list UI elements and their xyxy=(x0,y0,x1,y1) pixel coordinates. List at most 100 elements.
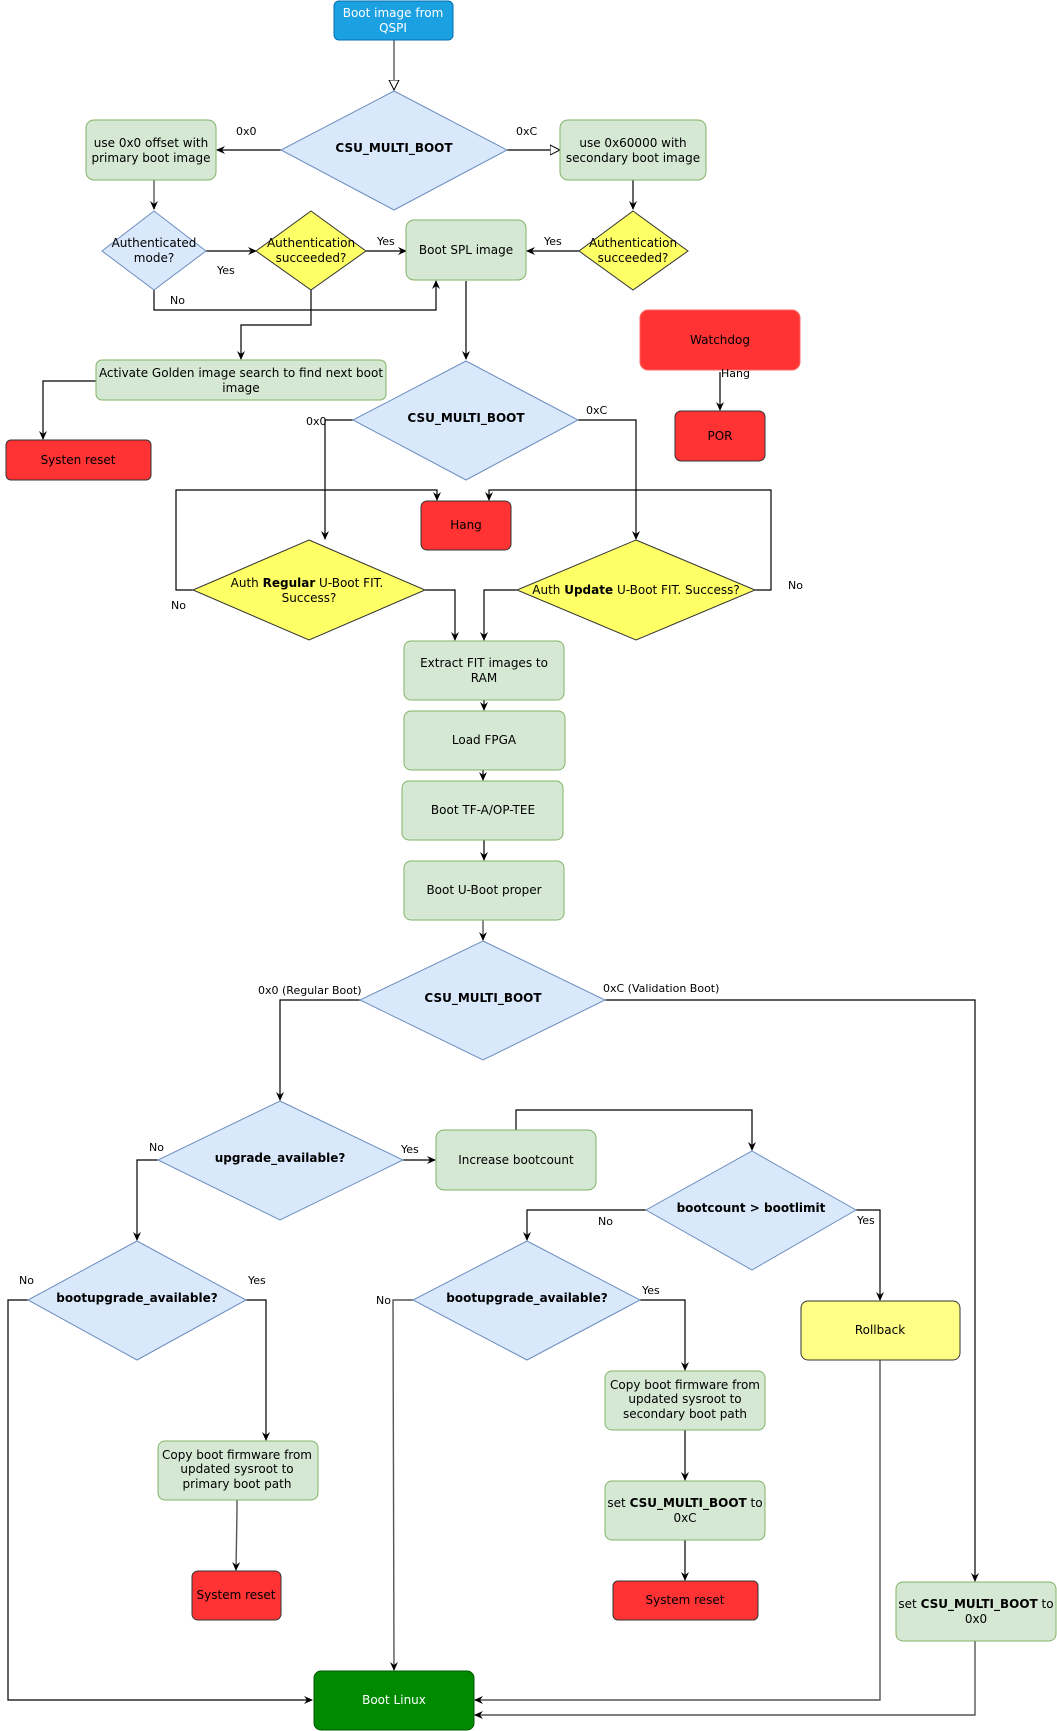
svg-text:0xC: 0xC xyxy=(516,125,538,138)
svg-text:System reset: System reset xyxy=(197,1588,276,1602)
csu-multi-boot-decision-1: CSU_MULTI_BOOT xyxy=(279,90,509,211)
svg-text:use 0x60000 with: use 0x60000 with xyxy=(579,136,686,150)
auth-succeeded-left-decision: Authentication succeeded? xyxy=(255,210,367,291)
svg-text:CSU_MULTI_BOOT: CSU_MULTI_BOOT xyxy=(424,991,542,1006)
edge-regular-no xyxy=(175,489,441,591)
edge-update-no xyxy=(485,489,772,591)
bootupgrade-available-mid-decision: bootupgrade_available? xyxy=(411,1240,642,1361)
svg-text:Yes: Yes xyxy=(400,1143,419,1156)
svg-text:image: image xyxy=(222,381,259,395)
auth-regular-decision: Auth Regular U-Boot FIT. Success? xyxy=(191,539,427,641)
authenticated-mode-decision: Authenticated mode? xyxy=(101,210,207,291)
svg-text:mode?: mode? xyxy=(134,251,174,265)
svg-text:Boot TF-A/OP-TEE: Boot TF-A/OP-TEE xyxy=(431,803,535,817)
svg-text:Load FPGA: Load FPGA xyxy=(452,733,517,747)
use-0x0-node: use 0x0 offset with primary boot image xyxy=(85,119,217,181)
svg-text:CSU_MULTI_BOOT: CSU_MULTI_BOOT xyxy=(407,411,525,426)
svg-text:No: No xyxy=(149,1141,164,1154)
svg-text:No: No xyxy=(788,579,803,592)
por-node: POR xyxy=(674,410,766,462)
auth-update-line: Auth Update U-Boot FIT. Success? xyxy=(532,583,739,597)
bootcount-gt-bootlimit-decision: bootcount > bootlimit xyxy=(644,1150,858,1271)
svg-text:set CSU_MULTI_BOOT to: set CSU_MULTI_BOOT to xyxy=(607,1496,762,1511)
bootupgrade-available-left-decision: bootupgrade_available? xyxy=(26,1240,248,1361)
edge-bootcount-no xyxy=(523,1209,646,1241)
systen-reset-node: Systen reset xyxy=(5,439,152,481)
svg-text:RAM: RAM xyxy=(471,671,497,685)
svg-text:Hang: Hang xyxy=(721,367,750,380)
svg-text:Boot SPL image: Boot SPL image xyxy=(419,243,513,257)
set-csu-0x0-node: set CSU_MULTI_BOOT to 0x0 xyxy=(895,1581,1057,1642)
boot-spl-node: Boot SPL image xyxy=(405,219,527,281)
svg-text:Yes: Yes xyxy=(856,1214,875,1227)
svg-text:Watchdog: Watchdog xyxy=(690,333,750,347)
svg-text:Yes: Yes xyxy=(216,264,235,277)
csu-multi-boot-decision-3: CSU_MULTI_BOOT xyxy=(358,940,607,1061)
svg-text:Extract FIT images to: Extract FIT images to xyxy=(420,656,548,670)
svg-text:Yes: Yes xyxy=(376,235,395,248)
boot-qspi-line2: QSPI xyxy=(379,21,407,35)
svg-text:0x0: 0x0 xyxy=(236,125,257,138)
svg-text:Authentication: Authentication xyxy=(267,236,355,250)
edge-bootcount-to-compare xyxy=(515,1109,756,1151)
hang-node: Hang xyxy=(420,500,512,551)
watchdog-node: Watchdog xyxy=(639,309,801,371)
svg-text:System reset: System reset xyxy=(646,1593,725,1607)
edge-update-yes xyxy=(480,589,517,641)
svg-text:0xC: 0xC xyxy=(586,404,608,417)
edge-bootcount-yes xyxy=(856,1209,884,1301)
svg-text:primary boot image: primary boot image xyxy=(92,151,211,165)
svg-text:set CSU_MULTI_BOOT to: set CSU_MULTI_BOOT to xyxy=(898,1597,1053,1612)
edge-csu3-validation xyxy=(605,999,979,1582)
boot-linux-node: Boot Linux xyxy=(313,1670,475,1731)
svg-text:0xC (Validation Boot): 0xC (Validation Boot) xyxy=(603,982,719,995)
edge-bul-no xyxy=(7,1299,313,1704)
svg-text:No: No xyxy=(376,1294,391,1307)
svg-text:bootcount > bootlimit: bootcount > bootlimit xyxy=(677,1201,826,1215)
copy-secondary-node: Copy boot firmware from updated sysroot … xyxy=(604,1370,766,1431)
svg-text:No: No xyxy=(19,1274,34,1287)
svg-text:Copy boot firmware from: Copy boot firmware from xyxy=(162,1448,312,1462)
load-fpga-node: Load FPGA xyxy=(403,710,566,771)
use-0x60000-node: use 0x60000 with secondary boot image xyxy=(559,119,707,181)
increase-bootcount-node: Increase bootcount xyxy=(435,1129,597,1191)
svg-text:Yes: Yes xyxy=(641,1284,660,1297)
svg-text:Authenticated: Authenticated xyxy=(112,236,197,250)
svg-text:0x0: 0x0 xyxy=(306,415,327,428)
edge-rollback-linux xyxy=(474,1360,881,1704)
svg-text:Hang: Hang xyxy=(450,518,482,532)
svg-text:bootupgrade_available?: bootupgrade_available? xyxy=(56,1291,217,1306)
edge-authmode-no xyxy=(153,280,440,311)
svg-text:Yes: Yes xyxy=(247,1274,266,1287)
svg-text:0x0: 0x0 xyxy=(965,1612,987,1626)
boot-qspi-line1: Boot image from xyxy=(343,6,444,20)
csu1-label: CSU_MULTI_BOOT xyxy=(335,141,453,156)
rollback-node: Rollback xyxy=(800,1300,961,1361)
svg-text:No: No xyxy=(171,599,186,612)
svg-text:primary boot path: primary boot path xyxy=(183,1477,292,1491)
svg-text:secondary boot image: secondary boot image xyxy=(566,151,700,165)
svg-text:Copy boot firmware from: Copy boot firmware from xyxy=(610,1378,760,1392)
edges xyxy=(7,40,979,1719)
edge-csu2-0x0 xyxy=(321,419,353,540)
svg-text:updated sysroot to: updated sysroot to xyxy=(628,1392,741,1406)
svg-text:Increase bootcount: Increase bootcount xyxy=(458,1153,574,1167)
svg-text:Boot U-Boot proper: Boot U-Boot proper xyxy=(426,883,541,897)
svg-text:secondary boot path: secondary boot path xyxy=(623,1407,747,1421)
auth-regular-line1: Auth Regular U-Boot FIT. xyxy=(231,576,384,590)
svg-text:Success?: Success? xyxy=(282,591,337,605)
edge-labels: 0x0 0xC Yes No Yes Yes Hang 0x0 0xC No N… xyxy=(19,125,875,1307)
svg-text:Boot Linux: Boot Linux xyxy=(362,1693,426,1707)
system-reset-left-node: System reset xyxy=(191,1570,282,1621)
svg-text:succeeded?: succeeded? xyxy=(598,251,669,265)
edge-regular-yes xyxy=(425,589,459,641)
golden-image-search-node: Activate Golden image search to find nex… xyxy=(95,359,387,401)
edge-upgrade-no xyxy=(133,1159,158,1241)
edge-bum-no xyxy=(389,1299,413,1671)
svg-text:Yes: Yes xyxy=(543,235,562,248)
svg-text:upgrade_available?: upgrade_available? xyxy=(215,1151,346,1166)
edge-set0x0-linux xyxy=(474,1640,976,1719)
edge-csu3-regular xyxy=(276,999,360,1101)
edge-golden-reset xyxy=(39,380,96,440)
